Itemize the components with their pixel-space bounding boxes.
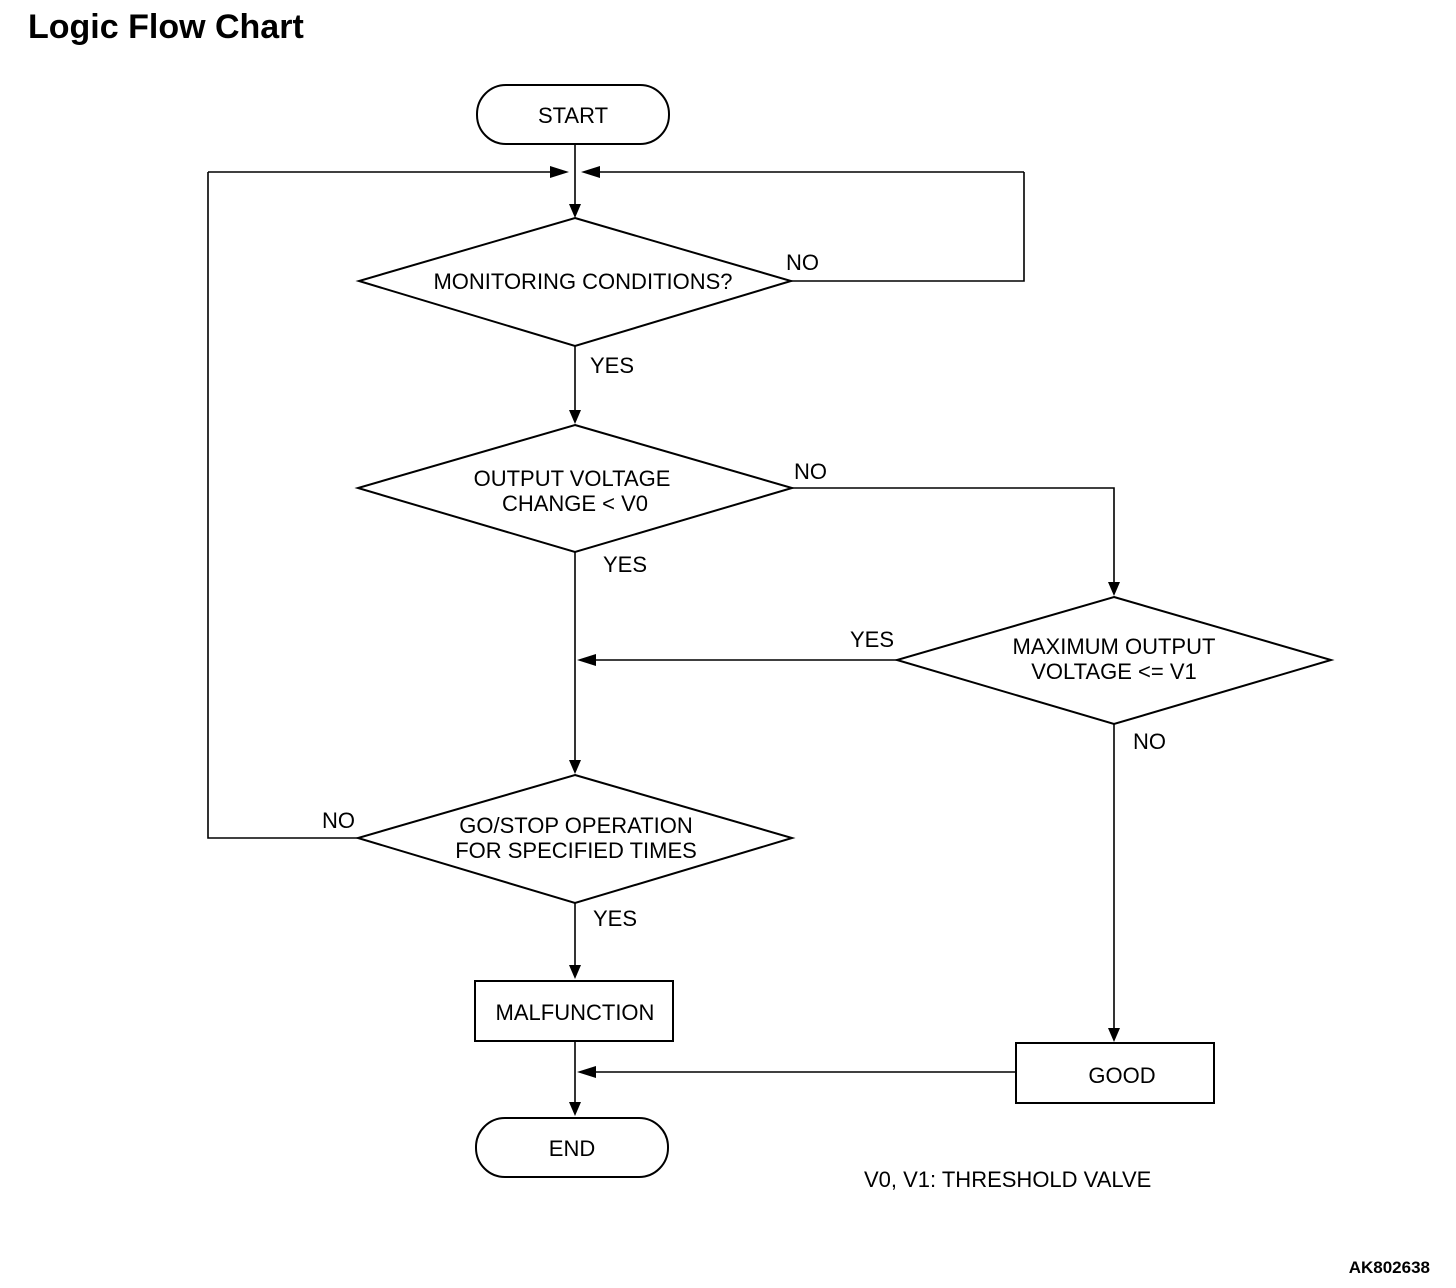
- arrow-to-output-voltage: [569, 410, 581, 424]
- max-output-no-label: NO: [1133, 729, 1166, 754]
- end-label: END: [549, 1136, 595, 1161]
- end-terminal: [475, 1117, 669, 1178]
- arrow-loop-right: [581, 166, 600, 178]
- threshold-note: V0, V1: THRESHOLD VALVE: [864, 1167, 1151, 1192]
- arrow-to-good: [1108, 1028, 1120, 1042]
- good-label: GOOD: [1088, 1063, 1155, 1088]
- arrow-loop-left: [550, 166, 569, 178]
- arrow-to-end: [569, 1102, 581, 1116]
- max-output-yes-label: YES: [850, 627, 894, 652]
- malfunction-box: [474, 980, 674, 1042]
- arrow-to-malfunction: [569, 965, 581, 979]
- monitoring-yes-label: YES: [590, 353, 634, 378]
- arrow-to-max-output: [1108, 582, 1120, 596]
- monitoring-no-label: NO: [786, 250, 819, 275]
- page-title: Logic Flow Chart: [28, 8, 304, 46]
- arrow-max-yes: [577, 654, 596, 666]
- output-voltage-no-label: NO: [794, 459, 827, 484]
- arrow-good-to-end: [577, 1066, 596, 1078]
- gostop-label-line2: FOR SPECIFIED TIMES: [455, 838, 697, 863]
- good-box: [1015, 1042, 1215, 1104]
- max-output-label-line2: VOLTAGE <= V1: [1031, 659, 1196, 684]
- arrow-to-monitoring: [569, 204, 581, 218]
- max-output-label-line1: MAXIMUM OUTPUT: [1013, 634, 1216, 659]
- start-terminal: [476, 84, 670, 145]
- gostop-no-label: NO: [322, 808, 355, 833]
- gostop-label-line1: GO/STOP OPERATION: [459, 813, 693, 838]
- output-voltage-label-line1: OUTPUT VOLTAGE: [474, 466, 671, 491]
- start-label: START: [538, 103, 608, 128]
- figure-code: AK802638: [1348, 1258, 1430, 1277]
- monitoring-conditions-label: MONITORING CONDITIONS?: [433, 269, 732, 294]
- output-voltage-yes-label: YES: [603, 552, 647, 577]
- malfunction-label: MALFUNCTION: [496, 1000, 655, 1025]
- output-voltage-label-line2: CHANGE < V0: [502, 491, 648, 516]
- gostop-yes-label: YES: [593, 906, 637, 931]
- arrow-to-gostop: [569, 760, 581, 774]
